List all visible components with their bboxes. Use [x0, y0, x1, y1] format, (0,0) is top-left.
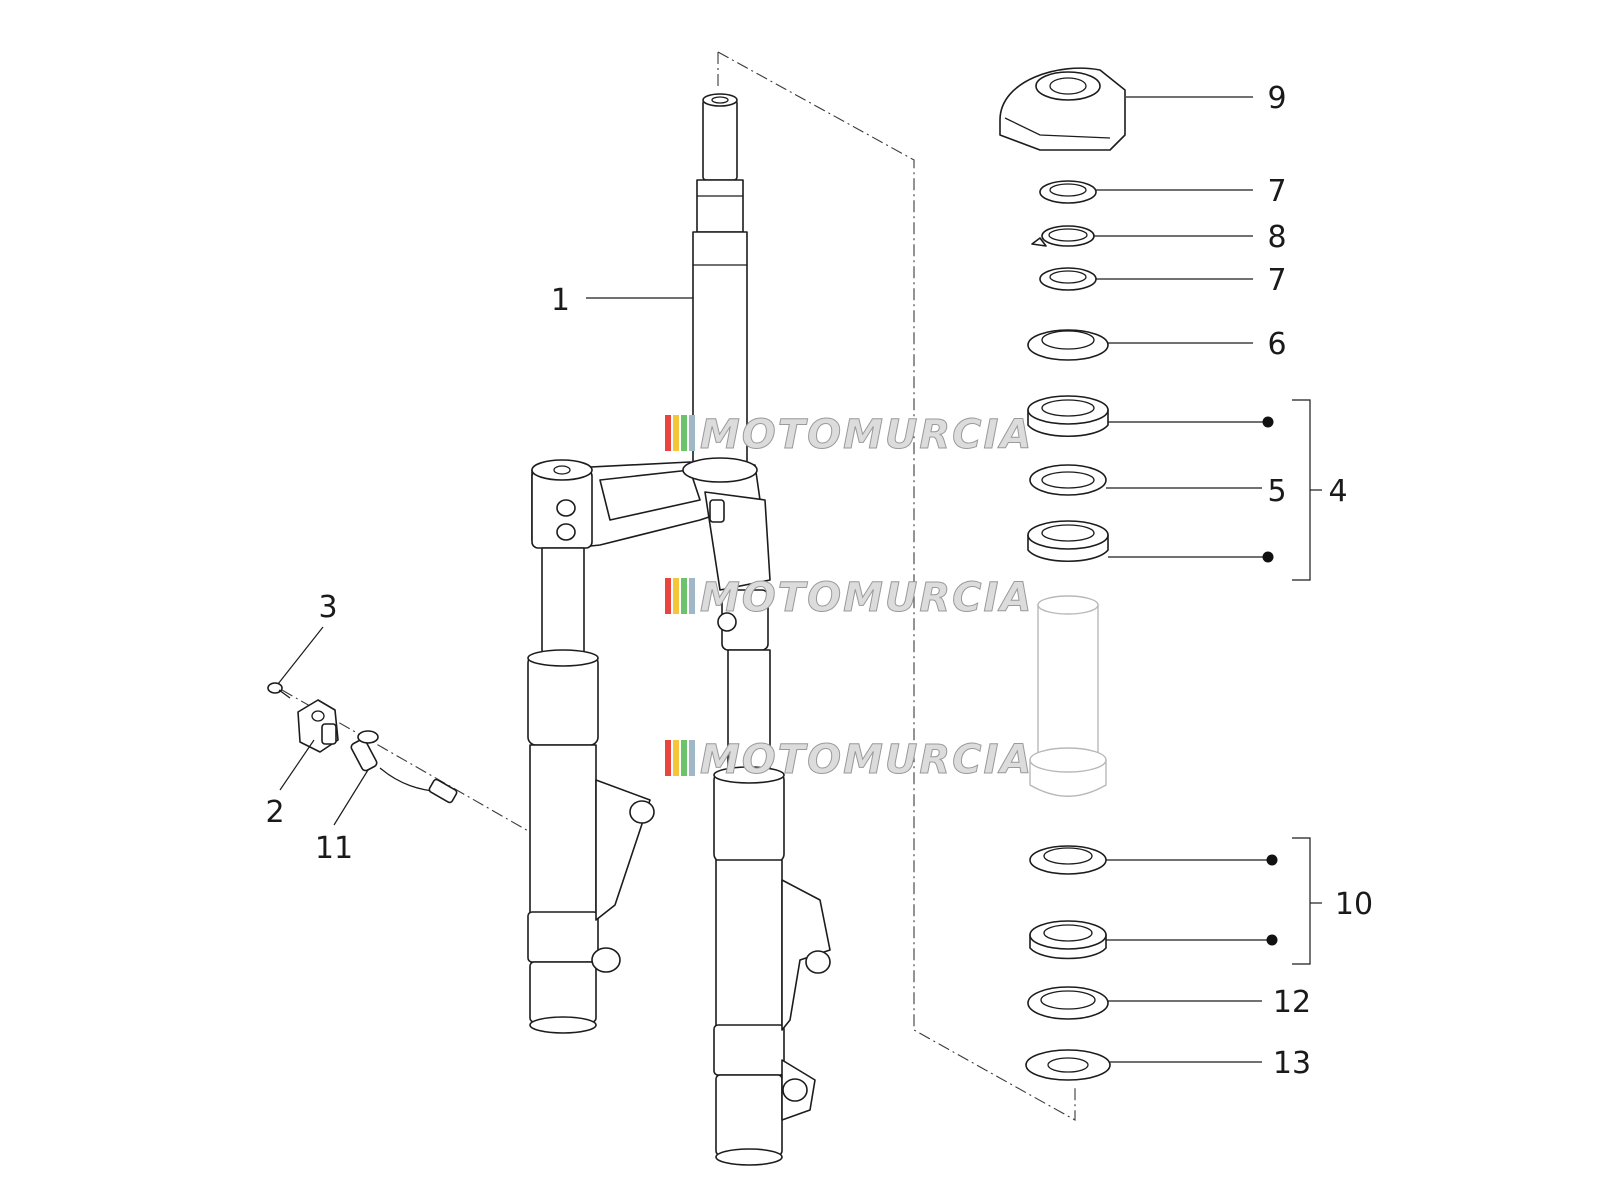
lock-washer	[1031, 225, 1095, 247]
speed-sensor	[350, 730, 458, 804]
flat-washer	[1025, 1049, 1111, 1081]
lower-seal	[1027, 986, 1109, 1020]
callout-6: 6	[1267, 327, 1286, 362]
callout-3: 3	[318, 590, 337, 625]
callout-12: 12	[1273, 985, 1311, 1020]
screw	[267, 682, 291, 699]
callout-7-lower: 7	[1267, 263, 1286, 298]
watermark-top: MOTOMURCIA	[665, 412, 1033, 459]
callout-5: 5	[1267, 474, 1286, 509]
watermark-stripes	[665, 740, 695, 776]
callout-2: 2	[265, 795, 284, 830]
callout-labels: 1 2 3 4 5 6 7 8 7 9 10 11 12 13	[265, 81, 1373, 1081]
lock-nut-upper	[1039, 180, 1097, 204]
callout-13: 13	[1273, 1046, 1311, 1081]
watermark-middle: MOTOMURCIA	[665, 575, 1033, 622]
callout-8: 8	[1267, 220, 1286, 255]
callout-4: 4	[1328, 474, 1347, 509]
leader-lines	[277, 96, 1322, 1063]
watermark-stripes	[665, 578, 695, 614]
callout-11: 11	[315, 831, 353, 866]
dust-cover	[1027, 329, 1109, 361]
ball-bearing-cage	[1029, 464, 1107, 496]
watermark-bottom: MOTOMURCIA	[665, 737, 1033, 784]
lock-nut-lower	[1039, 267, 1097, 291]
watermark-stripes	[665, 415, 695, 451]
steering-tube-ghost	[1029, 595, 1107, 797]
watermark-text: MOTOMURCIA	[700, 737, 1033, 783]
callout-1: 1	[551, 283, 570, 318]
watermark-text: MOTOMURCIA	[700, 412, 1033, 458]
upper-bearing-race-bottom	[1027, 520, 1109, 563]
callout-10: 10	[1335, 887, 1373, 922]
callout-9: 9	[1267, 81, 1286, 116]
watermark-text: MOTOMURCIA	[700, 575, 1033, 621]
steering-fork	[527, 93, 831, 1166]
upper-bearing-race-top	[1027, 395, 1109, 438]
lower-bearing-race-bottom	[1029, 920, 1107, 960]
sensor-bracket	[297, 699, 339, 753]
callout-7-upper: 7	[1267, 174, 1286, 209]
lower-bearing-race-top	[1029, 845, 1107, 875]
group-dots	[1262, 416, 1278, 946]
handlebar-cover	[999, 67, 1126, 151]
